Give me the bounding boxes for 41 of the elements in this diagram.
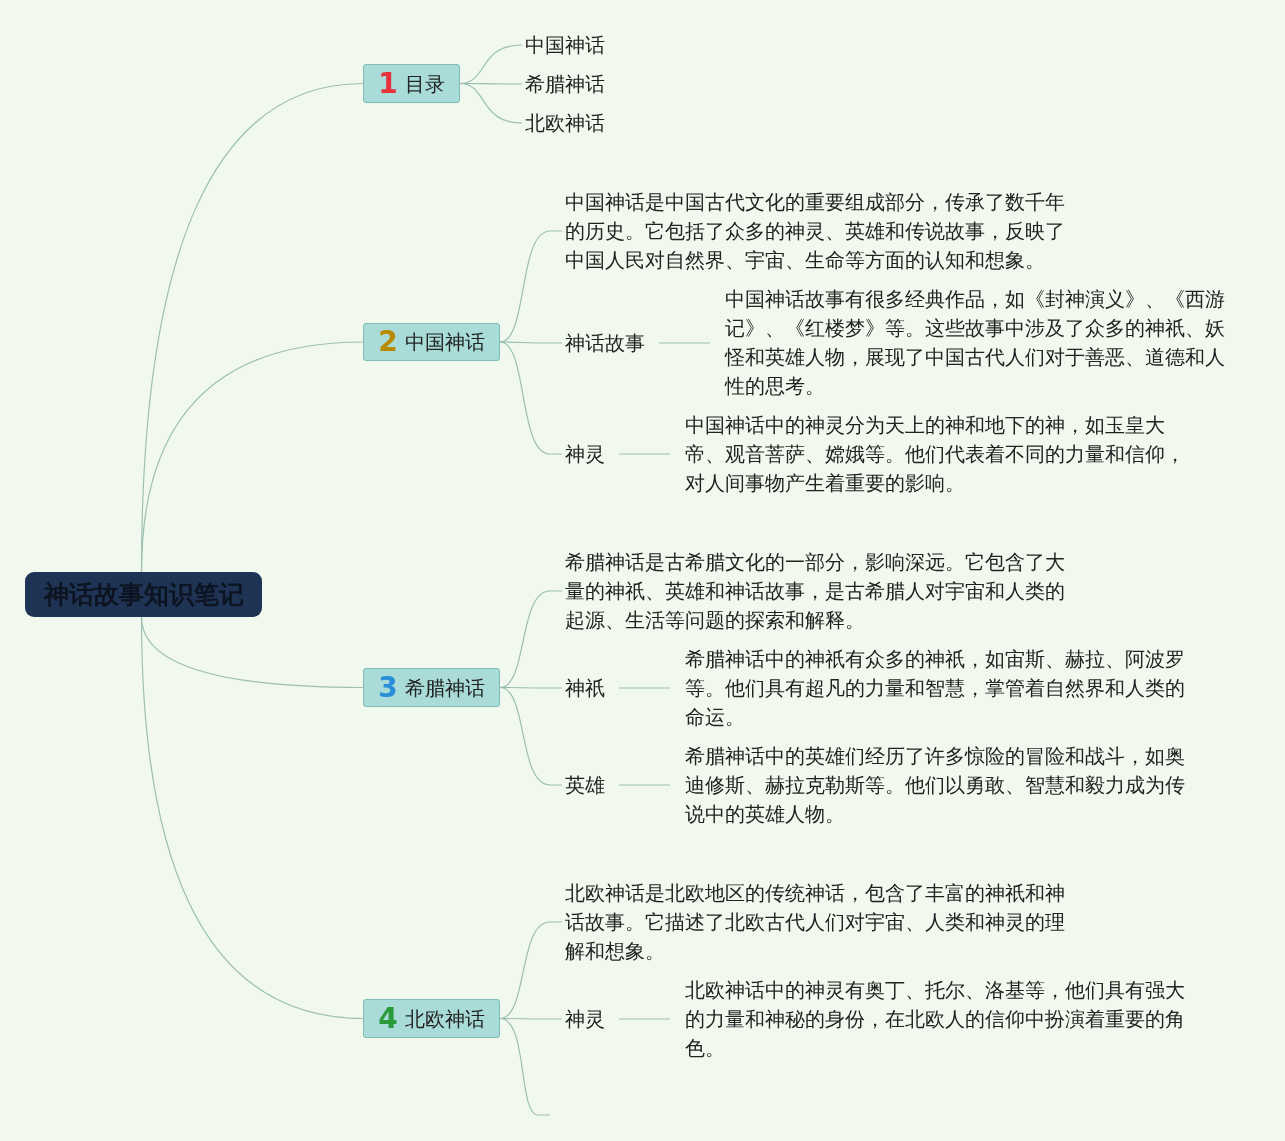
subtopic-label: 神祇 <box>565 673 605 703</box>
topic-number: 2 <box>378 327 398 357</box>
branch-line <box>499 341 563 344</box>
note-paragraph: 北欧神话中的神灵有奥丁、托尔、洛基等，他们具有强大的力量和神秘的身份，在北欧人的信仰中扮演着重要的角色。 <box>685 975 1191 1063</box>
note-paragraph: 北欧神话是北欧地区的传统神话，包含了丰富的神祇和神话故事。它描述了北欧古代人们对宇宙、人类和神灵的理解和想象。 <box>565 878 1071 966</box>
contents-item: 中国神话 <box>525 30 605 60</box>
branch-line <box>499 1017 551 1116</box>
branch-line <box>140 616 364 1020</box>
topic-box <box>363 999 500 1038</box>
topic-number: 3 <box>378 672 398 703</box>
branch-line <box>499 341 563 455</box>
topic-box <box>363 668 500 707</box>
note-paragraph: 希腊神话中的神祇有众多的神祇，如宙斯、赫拉、阿波罗等。他们具有超凡的力量和智慧，掌管着自然界和人类的命运。 <box>685 644 1191 732</box>
branch-line <box>499 686 563 786</box>
subtopic-label: 神灵 <box>565 439 605 469</box>
note-paragraph: 希腊神话中的英雄们经历了许多惊险的冒险和战斗，如奥迪修斯、赫拉克勒斯等。他们以勇敢、智慧和毅力成为传说中的英雄人物。 <box>685 741 1191 829</box>
subtopic-label: 英雄 <box>565 770 605 800</box>
subtopic-label: 神话故事 <box>565 328 645 358</box>
contents-item: 北欧神话 <box>525 108 605 138</box>
branch-line <box>618 784 671 786</box>
note-paragraph: 希腊神话是古希腊文化的一部分，影响深远。它包含了大量的神祇、英雄和神话故事，是古希腊人对宇宙和人类的起源、生活等问题的探索和解释。 <box>565 547 1071 635</box>
contents-item: 希腊神话 <box>525 69 605 99</box>
topic-number: 1 <box>378 68 398 99</box>
topic-box <box>363 64 460 103</box>
branch-line <box>459 82 523 124</box>
subtopic-label: 神灵 <box>565 1004 605 1034</box>
note-paragraph: 中国神话中的神灵分为天上的神和地下的神，如玉皇大帝、观音菩萨、嫦娥等。他们代表着不同的力量和信仰，对人间事物产生着重要的影响。 <box>685 410 1191 498</box>
branch-line <box>499 921 563 1020</box>
branch-line <box>618 1018 671 1020</box>
topic-label: 中国神话 <box>404 329 485 355</box>
note-paragraph: 中国神话故事有很多经典作品，如《封神演义》、《西游记》、《红楼梦》等。这些故事中涉及了众多的神祇、妖怪和英雄人物，展现了中国古代人们对于善恶、道德和人性的思考。 <box>725 284 1231 401</box>
topic-box <box>363 323 500 361</box>
topic-label: 目录 <box>404 70 445 97</box>
branch-line <box>658 342 711 344</box>
topic-label: 希腊神话 <box>404 674 485 701</box>
note-paragraph: 中国神话是中国古代文化的重要组成部分，传承了数千年的历史。它包括了众多的神灵、英雄和传说故事，反映了中国人民对自然界、宇宙、生命等方面的认知和想象。 <box>565 187 1071 275</box>
topic-number: 4 <box>378 1003 398 1034</box>
branch-line <box>618 687 671 689</box>
topic-label: 北欧神话 <box>404 1005 485 1032</box>
branch-line <box>618 453 671 455</box>
branch-line <box>140 341 364 573</box>
